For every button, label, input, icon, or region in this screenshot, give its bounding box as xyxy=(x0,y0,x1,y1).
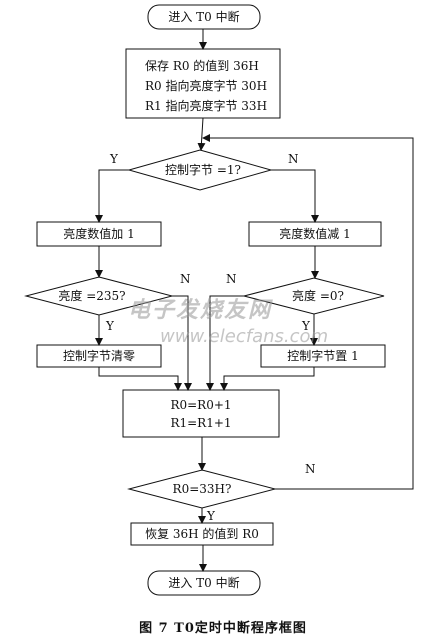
edge-r0-no-loop xyxy=(202,134,414,490)
edge-ctrl-yes xyxy=(95,169,129,223)
start-terminal xyxy=(147,4,261,30)
r0-yes-label: Y xyxy=(206,509,216,523)
save-registers-box xyxy=(125,48,281,119)
b235-yes-label: Y xyxy=(105,319,115,333)
edge-set-merge xyxy=(220,367,315,391)
clear-label: 控制字节清零 xyxy=(63,348,135,363)
r0-decision-label: R0=33H? xyxy=(173,482,232,496)
dec-label: 亮度数值减 1 xyxy=(279,226,350,241)
ptr-line-1: R0=R0+1 xyxy=(170,398,231,412)
figure-caption: 图 7 T0定时中断程序框图 xyxy=(139,621,307,636)
edge-clear-merge xyxy=(98,367,182,391)
connectors xyxy=(95,29,414,572)
edge-ctrl-no xyxy=(271,169,319,223)
edge-save-decision xyxy=(197,117,206,151)
ptr-line-2: R1=R1+1 xyxy=(170,416,231,430)
b0-yes-label: Y xyxy=(301,319,311,333)
edge-0-no xyxy=(206,295,244,391)
ctrl-yes-label: Y xyxy=(109,152,119,166)
start-label: 进入 T0 中断 xyxy=(168,9,239,24)
ctrl-decision-label: 控制字节 =1? xyxy=(165,162,241,177)
b0-no-label: N xyxy=(226,272,237,286)
pointer-increment-box xyxy=(122,389,280,438)
decision-control-byte xyxy=(127,149,273,191)
b0-decision-label: 亮度 =0? xyxy=(292,288,344,303)
ctrl-no-label: N xyxy=(288,152,299,166)
b235-decision-label: 亮度 =235? xyxy=(58,288,125,303)
watermark-brand: 电子发烧友网 xyxy=(128,297,273,323)
save-line-1: 保存 R0 的值到 36H xyxy=(145,58,259,73)
set-label: 控制字节置 1 xyxy=(287,348,358,363)
edge-235-no xyxy=(172,295,192,391)
save-line-2: R0 指向亮度字节 30H xyxy=(145,78,267,93)
inc-label: 亮度数值加 1 xyxy=(63,226,134,241)
end-label: 进入 T0 中断 xyxy=(168,575,239,590)
watermark-url: www.elecfans.com xyxy=(160,326,329,347)
r0-no-label: N xyxy=(305,462,316,476)
save-line-3: R1 指向亮度字节 33H xyxy=(145,98,267,113)
set-control-box xyxy=(260,344,386,368)
b235-no-label: N xyxy=(180,272,191,286)
restore-label: 恢复 36H 的值到 R0 xyxy=(145,526,259,541)
